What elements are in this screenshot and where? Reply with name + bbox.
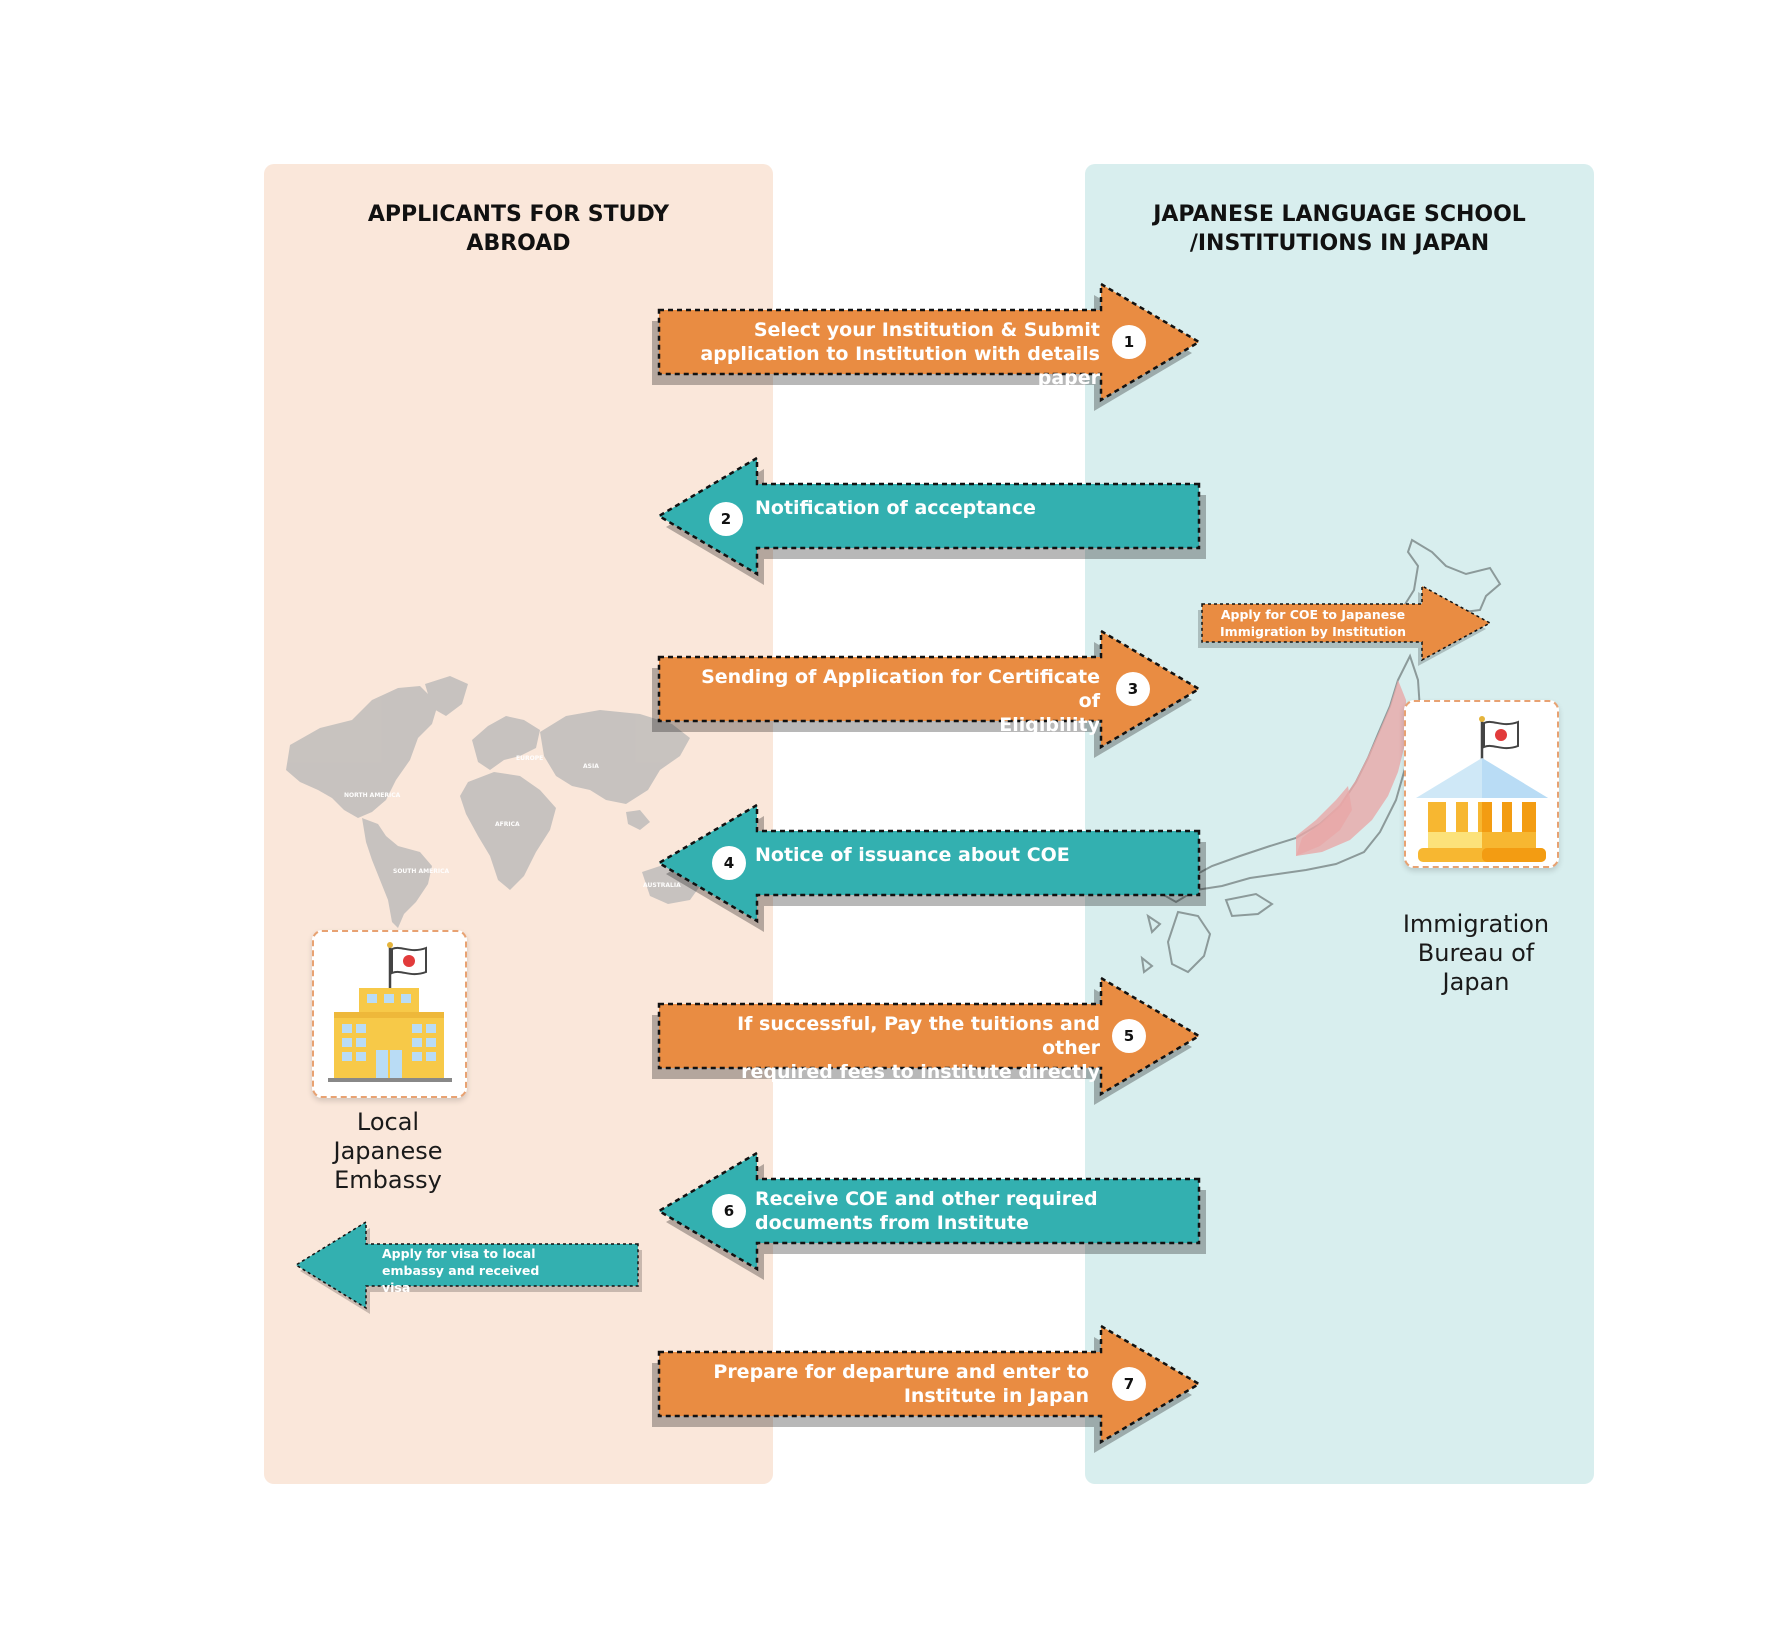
step-6-arrow: 6 Receive COE and other required documen… — [655, 1149, 1206, 1280]
step-3-text-line-2: Eligibility — [999, 714, 1100, 736]
coe-arrow-shape — [1198, 584, 1492, 666]
visa-arrow-text-line-1: Apply for visa to local — [382, 1246, 536, 1261]
step-5-text-line-2: required fees to institute directly — [741, 1061, 1100, 1083]
step-2-arrow-shape — [656, 455, 1206, 585]
map-label-south-america: SOUTH AMERICA — [393, 868, 449, 875]
step-1-text: Select your Institution & Submit applica… — [675, 318, 1100, 390]
embassy-icon-card — [312, 930, 467, 1098]
school-column-title: JAPANESE LANGUAGE SCHOOL /INSTITUTIONS I… — [1085, 200, 1594, 258]
step-4-text-line-1: Notice of issuance about COE — [755, 844, 1070, 866]
map-label-asia: ASIA — [583, 763, 599, 770]
step-7-arrow: Prepare for departure and enter to Insti… — [652, 1322, 1203, 1453]
step-7-number-badge: 7 — [1112, 1367, 1146, 1401]
step-5-arrow: If successful, Pay the tuitions and othe… — [652, 974, 1203, 1105]
step-4-number-badge: 4 — [712, 846, 746, 880]
step-2-arrow: 2 Notification of acceptance — [655, 454, 1206, 585]
coe-application-arrow: Apply for COE to Japanese Immigration by… — [1198, 584, 1492, 666]
school-title-line-2: /INSTITUTIONS IN JAPAN — [1189, 231, 1490, 256]
step-3-arrow: Sending of Application for Certificate o… — [652, 627, 1203, 758]
step-1-text-line-1: Select your Institution & Submit — [753, 319, 1100, 341]
step-1-text-line-2: application to Institution with details … — [700, 343, 1100, 389]
visa-arrow-text-line-2: embassy and received — [382, 1263, 540, 1278]
embassy-building-icon — [328, 942, 452, 1082]
embassy-caption-line-2: Japanese — [333, 1137, 443, 1165]
visa-arrow-shape — [294, 1220, 642, 1314]
applicants-title-line-2: ABROAD — [466, 231, 571, 256]
step-3-number-badge: 3 — [1116, 672, 1150, 706]
embassy-caption: Local Japanese Embassy — [298, 1108, 478, 1195]
step-6-text: Receive COE and other required documents… — [755, 1187, 1185, 1235]
school-title-line-1: JAPANESE LANGUAGE SCHOOL — [1153, 202, 1526, 227]
visa-arrow-text: Apply for visa to local embassy and rece… — [382, 1245, 582, 1296]
immigration-icon-card — [1404, 700, 1559, 868]
step-7-text-line-1: Prepare for departure and enter to — [713, 1361, 1089, 1383]
visa-application-arrow: Apply for visa to local embassy and rece… — [294, 1220, 642, 1314]
step-2-number-badge: 2 — [709, 502, 743, 536]
step-6-arrow-body — [656, 1150, 1201, 1272]
step-4-arrow-body — [656, 802, 1201, 924]
immigration-caption-line-2: Bureau of — [1417, 939, 1535, 967]
coe-arrow-text-line-1: Apply for COE to Japanese — [1220, 607, 1406, 622]
immigration-caption-line-1: Immigration — [1402, 910, 1550, 938]
japan-highlight-west — [1296, 786, 1352, 856]
map-label-australia: AUSTRALIA — [643, 882, 681, 889]
map-label-europe: EUROPE — [516, 755, 543, 762]
applicants-title-line-1: APPLICANTS FOR STUDY — [367, 202, 670, 227]
step-7-arrow-body — [657, 1323, 1202, 1445]
immigration-caption-line-3: Japan — [1442, 968, 1510, 996]
step-2-text: Notification of acceptance — [755, 496, 1185, 520]
step-6-arrow-shape — [656, 1150, 1206, 1280]
step-4-text: Notice of issuance about COE — [755, 843, 1185, 867]
step-5-number-badge: 5 — [1112, 1019, 1146, 1053]
map-label-north-america: NORTH AMERICA — [344, 792, 401, 799]
step-6-text-line-2: documents from Institute — [755, 1212, 1029, 1234]
embassy-caption-line-1: Local — [356, 1108, 420, 1136]
step-1-arrow-shape — [652, 281, 1202, 411]
step-5-arrow-shape — [652, 975, 1202, 1105]
step-3-arrow-shape — [652, 628, 1202, 758]
step-1-arrow: Select your Institution & Submit applica… — [652, 280, 1203, 411]
step-3-text: Sending of Application for Certificate o… — [675, 665, 1100, 737]
map-label-africa: AFRICA — [495, 821, 520, 828]
government-building-icon — [1416, 716, 1548, 862]
step-7-arrow-shape — [652, 1323, 1202, 1453]
step-2-arrow-body — [656, 455, 1201, 577]
step-3-text-line-1: Sending of Application for Certificate o… — [701, 666, 1100, 712]
coe-arrow-text: Apply for COE to Japanese Immigration by… — [1204, 606, 1422, 640]
immigration-caption: Immigration Bureau of Japan — [1386, 910, 1566, 997]
step-3-arrow-body — [657, 628, 1202, 750]
step-2-text-line-1: Notification of acceptance — [755, 497, 1036, 519]
step-7-text: Prepare for departure and enter to Insti… — [675, 1360, 1089, 1408]
step-6-number-badge: 6 — [712, 1194, 746, 1228]
coe-arrow-text-line-2: Immigration by Institution — [1220, 624, 1406, 639]
step-6-text-line-1: Receive COE and other required — [755, 1188, 1098, 1210]
step-4-arrow-shape — [656, 802, 1206, 932]
step-1-arrow-body — [657, 281, 1202, 403]
step-5-arrow-body — [657, 975, 1202, 1097]
step-5-text-line-1: If successful, Pay the tuitions and othe… — [737, 1013, 1100, 1059]
step-1-number-badge: 1 — [1112, 325, 1146, 359]
step-5-text: If successful, Pay the tuitions and othe… — [675, 1012, 1100, 1084]
step-4-arrow: 4 Notice of issuance about COE — [655, 801, 1206, 932]
visa-arrow-text-line-3: visa — [382, 1280, 411, 1295]
world-map: NORTH AMERICA SOUTH AMERICA EUROPE AFRIC… — [286, 676, 700, 928]
embassy-caption-line-3: Embassy — [334, 1166, 442, 1194]
applicants-column-title: APPLICANTS FOR STUDY ABROAD — [264, 200, 773, 258]
step-7-text-line-2: Institute in Japan — [903, 1385, 1089, 1407]
